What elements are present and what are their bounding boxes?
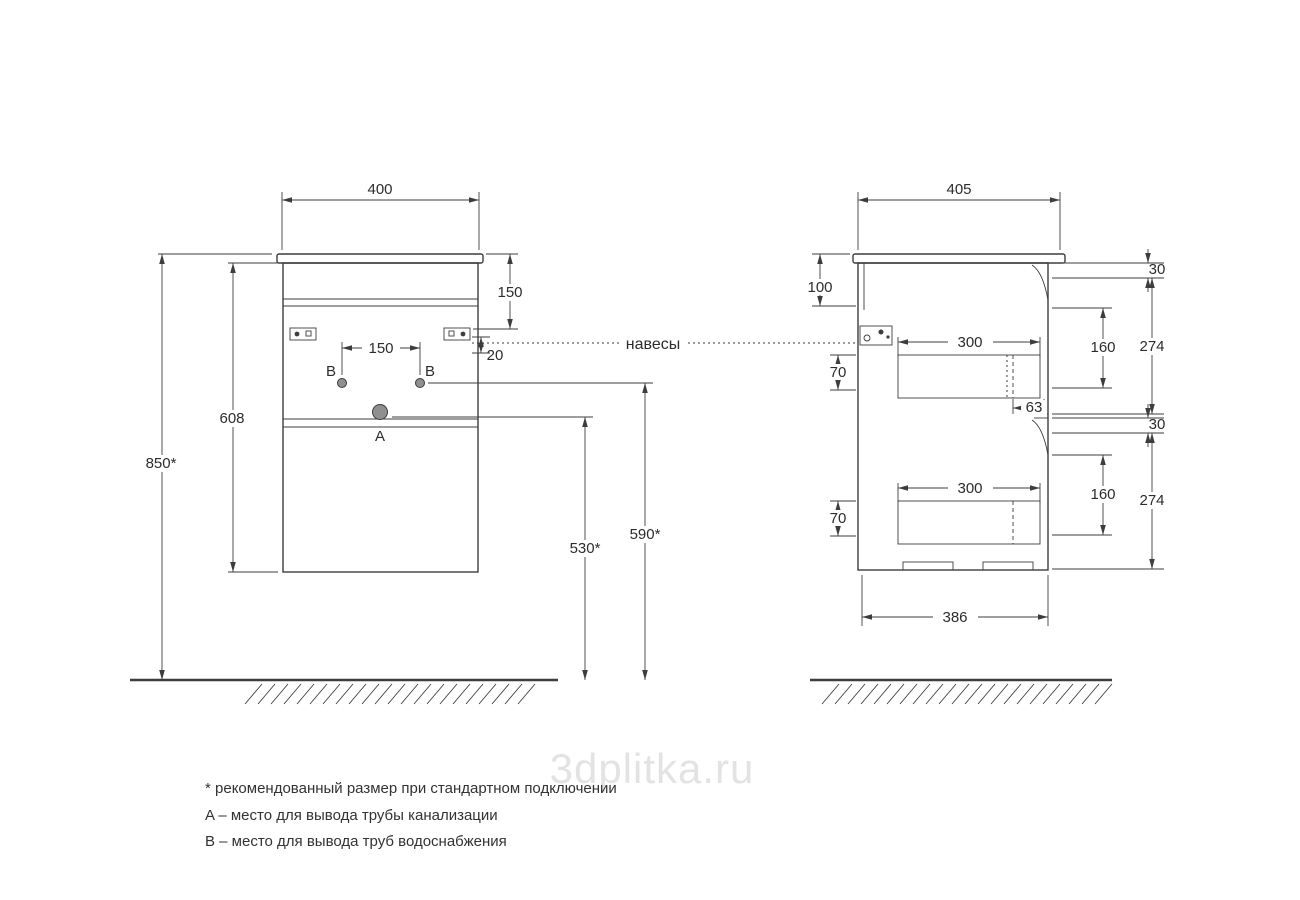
dim-side-hanger-top-offset-value: 100 (807, 279, 832, 296)
dim-side-front-height-2: 274 (1052, 433, 1175, 570)
note-supply-location: B – место для вывода труб водоснабжения (205, 833, 507, 850)
dim-side-gap-top-1-value: 30 (1149, 261, 1166, 278)
dim-front-cabinet-height-value: 608 (219, 410, 244, 427)
dim-side-hanger-top-offset: 100 (799, 253, 856, 307)
notes: * рекомендованный размер при стандартном… (205, 780, 617, 850)
dim-side-bottom-depth: 386 (861, 575, 1049, 626)
dim-side-depth-value: 405 (946, 181, 971, 198)
label-a: A (375, 428, 385, 445)
side-hanger (859, 325, 893, 346)
dim-front-supply-height: 590* (428, 382, 669, 680)
note-recommended-size: * рекомендованный размер при стандартном… (205, 780, 617, 797)
front-cabinet-outline (276, 253, 484, 573)
dim-front-overall-height-value: 850* (146, 455, 177, 472)
dim-front-width-value: 400 (367, 181, 392, 198)
dim-front-hanger-drop: 150 (473, 253, 530, 330)
note-drain-location: A – место для вывода трубы канализации (205, 807, 498, 824)
hangers-label: навесы (626, 336, 680, 353)
dim-side-front-inner-1: 160 (1052, 307, 1123, 389)
dim-front-supply-spacing: 150 (341, 340, 421, 375)
dim-side-drawer-drop-1-value: 70 (830, 364, 847, 381)
dim-front-overall-height: 850* (138, 253, 272, 680)
dim-side-drawer-drop-2: 70 (821, 500, 856, 537)
dim-front-drain-height: 530* (392, 416, 609, 680)
dim-front-hanger-offset: 20 (472, 336, 504, 364)
dim-front-drain-height-value: 530* (570, 540, 601, 557)
front-hanger-right (443, 327, 471, 341)
dim-side-gap-top-2-value: 30 (1149, 416, 1166, 433)
dim-side-front-height-1: 274 (1052, 278, 1175, 415)
side-drawer-box-1 (897, 354, 1041, 399)
floor-hatching-right (821, 683, 1113, 705)
floor-hatching-left (244, 683, 536, 705)
dim-side-front-inner-2-value: 160 (1090, 486, 1115, 503)
dim-side-front-inner-1-value: 160 (1090, 339, 1115, 356)
dim-side-drawer-width-1-value: 300 (957, 334, 982, 351)
dim-front-width: 400 (281, 181, 480, 250)
dim-side-drawer-width-1: 300 (897, 334, 1041, 357)
side-cabinet-outline (852, 253, 1066, 571)
dim-side-drawer-drop-2-value: 70 (830, 510, 847, 527)
drain-point: A (372, 404, 388, 445)
dim-front-cabinet-height: 608 (211, 262, 278, 573)
label-b-left: B (326, 363, 336, 380)
front-hanger-left (289, 327, 317, 341)
side-view: 405 100 30 160 (799, 181, 1175, 626)
dim-front-supply-height-value: 590* (630, 526, 661, 543)
dim-side-front-height-2-value: 274 (1139, 492, 1164, 509)
dim-front-hanger-offset-value: 20 (487, 347, 504, 364)
label-b-right: B (425, 363, 435, 380)
dim-side-front-height-1-value: 274 (1139, 338, 1164, 355)
dim-side-gap-top-1: 30 (1052, 249, 1165, 292)
side-drawer-box-2 (897, 500, 1041, 545)
dim-front-hanger-drop-value: 150 (497, 284, 522, 301)
dim-side-gap-top-2: 30 (1052, 404, 1165, 447)
dim-side-bottom-depth-value: 386 (942, 609, 967, 626)
front-view: 400 850* 608 150 (138, 181, 669, 680)
dim-side-drawer-width-2-value: 300 (957, 480, 982, 497)
dim-front-supply-spacing-value: 150 (368, 340, 393, 357)
floor-left (130, 678, 558, 705)
dim-side-front-inner-2: 160 (1052, 454, 1123, 536)
dim-side-drawer-drop-1: 70 (821, 354, 856, 391)
dim-side-back-offset: 63 (1012, 399, 1047, 416)
supply-point-left: B (326, 363, 347, 388)
dim-side-drawer-width-2: 300 (897, 480, 1041, 503)
floor-right (810, 678, 1113, 705)
hangers-callout: навесы (472, 336, 858, 353)
supply-point-right: B (415, 363, 435, 388)
watermark: 3dplitka.ru (550, 745, 755, 792)
dim-side-back-offset-value: 63 (1026, 399, 1043, 416)
dim-side-depth: 405 (857, 181, 1061, 250)
